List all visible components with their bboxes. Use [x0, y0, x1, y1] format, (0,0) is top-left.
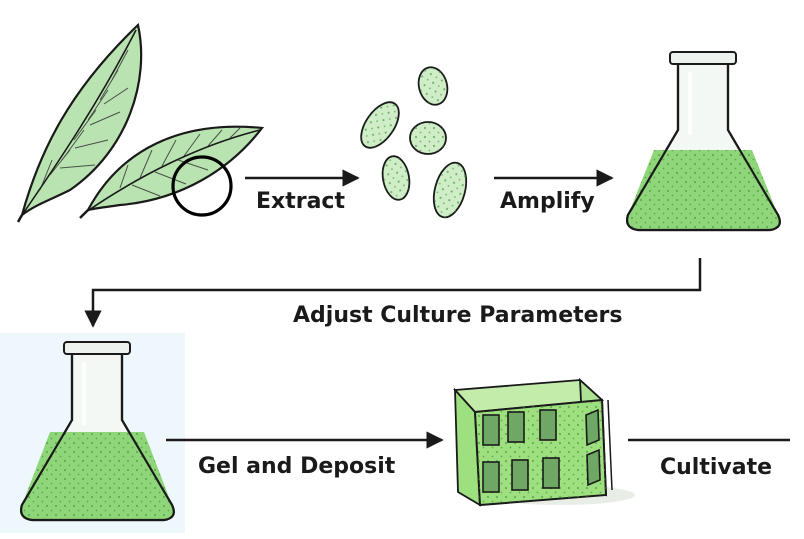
step-label-adjust: Adjust Culture Parameters: [293, 303, 623, 328]
scaffold-block: [453, 377, 635, 507]
magnify-circle: [171, 155, 233, 217]
leaf-large: [16, 22, 143, 223]
leaf-small: [79, 125, 265, 219]
flask-top: [626, 51, 781, 232]
step-label-amplify: Amplify: [500, 189, 595, 214]
cell-cluster: [360, 66, 468, 219]
step-label-gel: Gel and Deposit: [198, 454, 396, 479]
step-label-extract: Extract: [256, 189, 345, 214]
step-label-cultivate: Cultivate: [660, 455, 773, 480]
arrow-adjust: [84, 258, 702, 328]
flask-bottom: [0, 333, 185, 533]
